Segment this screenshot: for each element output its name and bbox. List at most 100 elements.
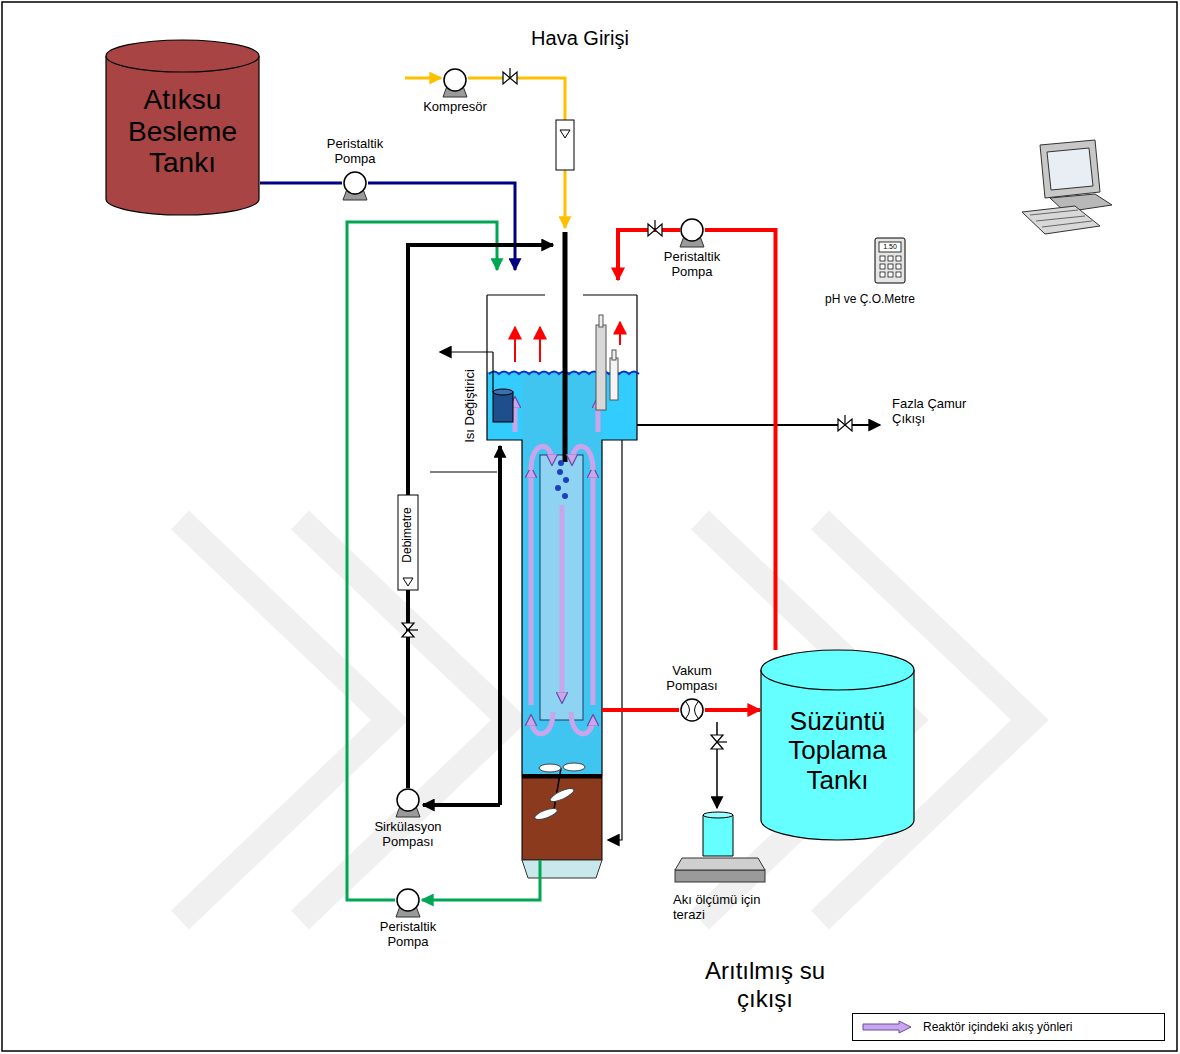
permeate-tank: Süzüntü Toplama Tankı bbox=[760, 650, 915, 840]
reactor-part bbox=[608, 440, 622, 840]
valves-part bbox=[408, 629, 418, 630]
balance-label: Akı ölçümü için terazi bbox=[673, 893, 763, 923]
reactor-part bbox=[522, 774, 602, 778]
probes-part bbox=[599, 315, 603, 327]
pump-symbol bbox=[395, 788, 421, 818]
pump-symbol bbox=[679, 218, 705, 248]
pump-casing bbox=[397, 789, 419, 811]
recirculation-line-part bbox=[498, 446, 502, 805]
feed-tank: Atıksu Besleme Tankı bbox=[105, 40, 260, 215]
flux-line-part bbox=[703, 812, 733, 818]
flow-arrows-part bbox=[529, 470, 534, 705]
pump-label: Sirkülasyon Pompası bbox=[365, 820, 451, 850]
valves-part bbox=[717, 741, 727, 742]
air-flowmeter-part bbox=[560, 130, 570, 138]
pipe-connector bbox=[705, 230, 776, 650]
pump-label: Peristaltik Pompa bbox=[317, 137, 393, 167]
flow-arrows bbox=[515, 400, 598, 734]
flowmeter-part bbox=[403, 578, 413, 586]
valves-part bbox=[654, 220, 655, 230]
pump-casing bbox=[344, 172, 366, 194]
reactor-part bbox=[522, 860, 602, 878]
ph-do-meter-part bbox=[875, 238, 905, 283]
air-flowmeter-part bbox=[556, 120, 574, 170]
flow-arrows-part bbox=[531, 712, 553, 734]
watermark-part bbox=[300, 520, 510, 920]
pump-label: Peristaltik Pompa bbox=[370, 920, 446, 950]
pump-symbol bbox=[342, 171, 368, 201]
ph-do-meter-part bbox=[896, 272, 901, 277]
pump-casing bbox=[681, 219, 703, 241]
heat-exchanger-part bbox=[493, 389, 513, 395]
computer-icon bbox=[1022, 140, 1112, 234]
valves-part bbox=[509, 68, 510, 78]
ph-do-meter-part bbox=[888, 256, 893, 261]
flow-arrows-part bbox=[531, 446, 552, 470]
valves bbox=[402, 68, 852, 749]
off-gas-arrows-part bbox=[514, 327, 516, 362]
meter-label: pH ve Ç.O.Metre bbox=[810, 293, 930, 307]
feed-line bbox=[368, 183, 515, 270]
ph-do-meter-part bbox=[880, 264, 885, 269]
mixer-part bbox=[549, 786, 576, 804]
permeate-line-part bbox=[602, 708, 679, 712]
ph-do-meter-part bbox=[880, 256, 885, 261]
heat-exchanger-part bbox=[493, 392, 513, 422]
mixer-part bbox=[533, 806, 558, 822]
feed-line-part bbox=[368, 183, 515, 270]
tank-label: Süzüntü Toplama Tankı bbox=[760, 707, 915, 794]
pump-casing bbox=[397, 889, 419, 911]
flux-line-part bbox=[675, 870, 765, 882]
computer-icon-part bbox=[1047, 148, 1093, 190]
off-gas-arrows-part bbox=[619, 322, 621, 345]
recirculation-line-part bbox=[423, 803, 500, 807]
air-diffuser-part bbox=[557, 469, 563, 475]
probes-part bbox=[610, 358, 618, 400]
flowmeter-part bbox=[398, 495, 418, 590]
air-line-part bbox=[405, 77, 441, 80]
tank-body bbox=[106, 56, 259, 215]
flow-arrows-part bbox=[591, 470, 596, 705]
pump-label: Kompresör bbox=[410, 100, 500, 115]
sludge-return-line-part bbox=[347, 222, 497, 900]
tank-name: Atıksu Besleme Tankı bbox=[113, 84, 252, 178]
pump-symbol bbox=[442, 68, 468, 98]
legend-box: Reaktör içindeki akış yönleri bbox=[852, 1013, 1165, 1041]
pump-casing bbox=[444, 69, 466, 91]
reactor-part bbox=[540, 455, 583, 720]
sludge-return-line-part bbox=[422, 860, 540, 900]
flow-arrows-part bbox=[571, 712, 593, 734]
ph-do-meter-part bbox=[896, 256, 901, 261]
probes-part bbox=[596, 325, 606, 410]
ph-do-meter-part bbox=[896, 264, 901, 269]
ph-do-meter-part bbox=[880, 272, 885, 277]
flow-arrows-part bbox=[560, 505, 565, 700]
pump-name: Peristaltik Pompa bbox=[317, 137, 393, 167]
air-line-part bbox=[564, 170, 567, 228]
off-gas-arrows-part bbox=[539, 327, 541, 362]
ph-do-meter-part bbox=[879, 242, 901, 252]
reactor-part bbox=[522, 372, 602, 777]
watermark bbox=[180, 520, 1030, 920]
tank-top bbox=[106, 40, 259, 72]
tank-label: Atıksu Besleme Tankı bbox=[105, 84, 260, 178]
flux-line-part bbox=[675, 858, 765, 870]
pump-name: Sirkülasyon Pompası bbox=[365, 820, 451, 850]
air-diffuser-part bbox=[555, 485, 561, 491]
legend-text: Reaktör içindeki akış yönleri bbox=[923, 1020, 1072, 1034]
pump-name: Peristaltik Pompa bbox=[654, 250, 730, 280]
sludge-return-line bbox=[347, 222, 540, 900]
flowmeter bbox=[398, 495, 418, 590]
pump-label: Vakum Pompası bbox=[660, 664, 724, 694]
excess-sludge-label: Fazla Çamur Çıkışı bbox=[892, 397, 982, 427]
mixer-part bbox=[563, 763, 585, 771]
ph-do-meter-part bbox=[888, 264, 893, 269]
probes bbox=[596, 315, 618, 410]
mixer-part bbox=[539, 764, 561, 772]
pump-name: Vakum Pompası bbox=[660, 664, 724, 694]
flux-line bbox=[675, 722, 765, 882]
